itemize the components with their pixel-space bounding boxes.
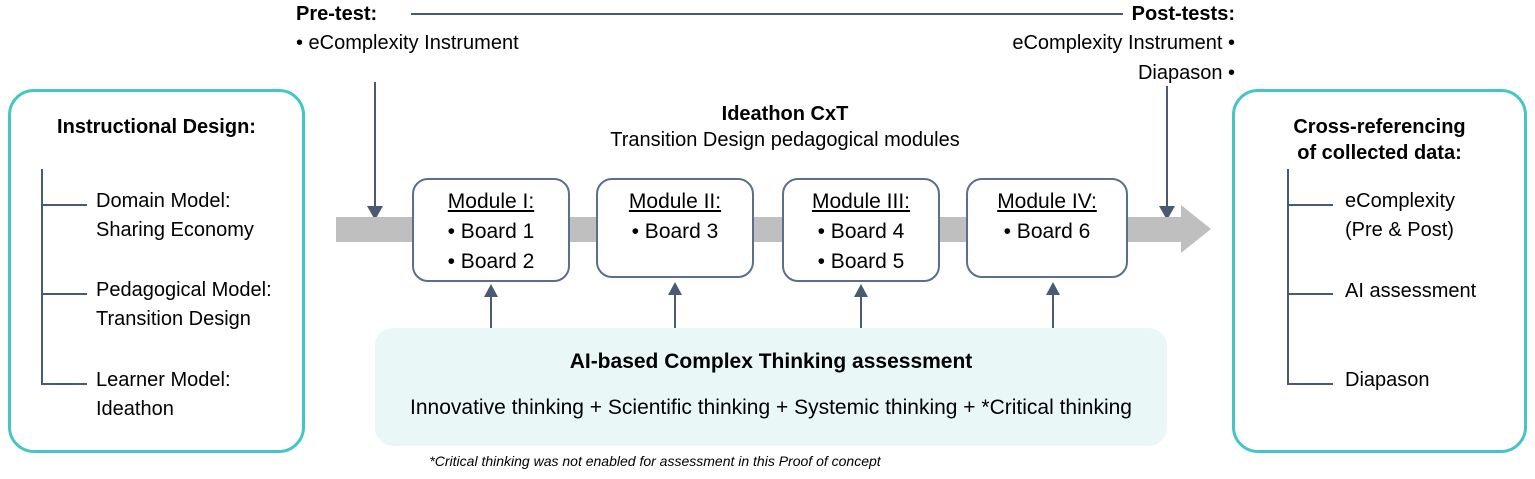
post-test-arrow-head — [1159, 206, 1175, 220]
ai-arrow-3-shaft — [860, 296, 862, 328]
module-2-board-1: • Board 3 — [631, 220, 719, 243]
cross-referencing-panel: Cross-referencing of collected data: eCo… — [1232, 89, 1527, 453]
module-3-boards: • Board 4 • Board 5 — [818, 217, 905, 277]
module-4-board-1: • Board 6 — [1003, 220, 1091, 243]
post-test-title: Post-tests: — [1131, 3, 1235, 25]
module-4-title: Module IV: — [997, 190, 1097, 213]
ai-arrow-4-head — [1046, 282, 1060, 295]
left-panel-item-2-line2: Transition Design — [96, 308, 251, 330]
left-panel-item-1-line2: Sharing Economy — [96, 219, 254, 241]
post-test-item-2: Diapason • — [1137, 62, 1235, 84]
module-3-title: Module III: — [811, 190, 911, 213]
ai-arrow-3-head — [854, 284, 868, 297]
left-panel-item-3-line2: Ideathon — [96, 398, 174, 420]
left-bracket-branch-1 — [41, 204, 87, 206]
header-connector-line — [411, 13, 1123, 15]
left-panel-item-1: Domain Model: Sharing Economy — [96, 187, 254, 245]
module-4-boards: • Board 6 — [1004, 217, 1091, 247]
pre-test-arrow-head — [367, 206, 383, 220]
cross-referencing-title-line2: of collected data: — [1297, 142, 1462, 164]
module-1-board-1: • Board 1 — [447, 220, 535, 243]
right-panel-item-2: AI assessment — [1345, 277, 1476, 306]
post-test-item-1: eComplexity Instrument • — [1012, 32, 1235, 54]
instructional-design-title: Instructional Design: — [57, 116, 256, 138]
module-box-3[interactable]: Module III: • Board 4 • Board 5 — [782, 178, 940, 282]
ideathon-title: Ideathon CxT — [721, 103, 849, 125]
left-panel-item-3: Learner Model: Ideathon — [96, 366, 231, 424]
left-bracket-vertical — [41, 169, 43, 384]
left-panel-item-2: Pedagogical Model: Transition Design — [96, 276, 272, 334]
pre-test-title: Pre-test: — [296, 3, 378, 25]
pre-test-block: Pre-test: • eComplexity Instrument — [296, 0, 596, 58]
module-2-title: Module II: — [628, 190, 722, 213]
module-3-board-1: • Board 4 — [817, 220, 905, 243]
ideathon-subtitle: Transition Design pedagogical modules — [610, 129, 960, 151]
module-1-title: Module I: — [447, 190, 535, 213]
right-panel-item-1-line2: (Pre & Post) — [1345, 219, 1454, 241]
ai-arrow-2-shaft — [674, 294, 676, 328]
module-2-boards: • Board 3 — [632, 217, 719, 247]
right-panel-item-3: Diapason — [1345, 366, 1430, 395]
left-panel-item-3-line1: Learner Model: — [96, 369, 231, 391]
module-1-board-2: • Board 2 — [447, 250, 535, 273]
module-3-board-2: • Board 5 — [817, 250, 905, 273]
right-panel-item-3-line1: Diapason — [1345, 369, 1430, 391]
module-box-4[interactable]: Module IV: • Board 6 — [966, 178, 1128, 278]
right-bracket-branch-1 — [1287, 204, 1333, 206]
right-panel-item-1: eComplexity (Pre & Post) — [1345, 187, 1455, 245]
module-1-boards: • Board 1 • Board 2 — [448, 217, 535, 277]
right-bracket-branch-2 — [1287, 293, 1333, 295]
left-panel-item-1-line1: Domain Model: — [96, 190, 231, 212]
right-panel-item-1-line1: eComplexity — [1345, 190, 1456, 212]
left-bracket-branch-3 — [41, 383, 87, 385]
right-bracket-vertical — [1287, 169, 1289, 384]
instructional-design-panel: Instructional Design: Domain Model: Shar… — [8, 89, 305, 453]
post-test-block: Post-tests: eComplexity Instrument • Dia… — [930, 0, 1235, 88]
pre-test-item-1: • eComplexity Instrument — [296, 32, 519, 54]
ai-arrow-2-head — [668, 282, 682, 295]
ai-assessment-formula: Innovative thinking + Scientific thinkin… — [410, 396, 1132, 419]
ai-assessment-title: AI-based Complex Thinking assessment — [569, 350, 973, 373]
ai-arrow-1-head — [484, 284, 498, 297]
footnote: *Critical thinking was not enabled for a… — [429, 453, 881, 469]
module-box-1[interactable]: Module I: • Board 1 • Board 2 — [412, 178, 570, 282]
post-test-arrow-shaft — [1166, 86, 1168, 208]
module-box-2[interactable]: Module II: • Board 3 — [596, 178, 754, 278]
cross-referencing-title-line1: Cross-referencing — [1293, 116, 1466, 138]
timeline-arrow-head — [1181, 205, 1211, 253]
right-bracket-branch-3 — [1287, 383, 1333, 385]
pre-test-arrow-shaft — [374, 82, 376, 208]
right-panel-item-2-line1: AI assessment — [1345, 280, 1477, 302]
left-panel-item-2-line1: Pedagogical Model: — [96, 279, 272, 301]
ai-arrow-1-shaft — [490, 296, 492, 328]
ai-assessment-box: AI-based Complex Thinking assessment Inn… — [375, 328, 1167, 446]
left-bracket-branch-2 — [41, 293, 87, 295]
ai-arrow-4-shaft — [1052, 294, 1054, 328]
